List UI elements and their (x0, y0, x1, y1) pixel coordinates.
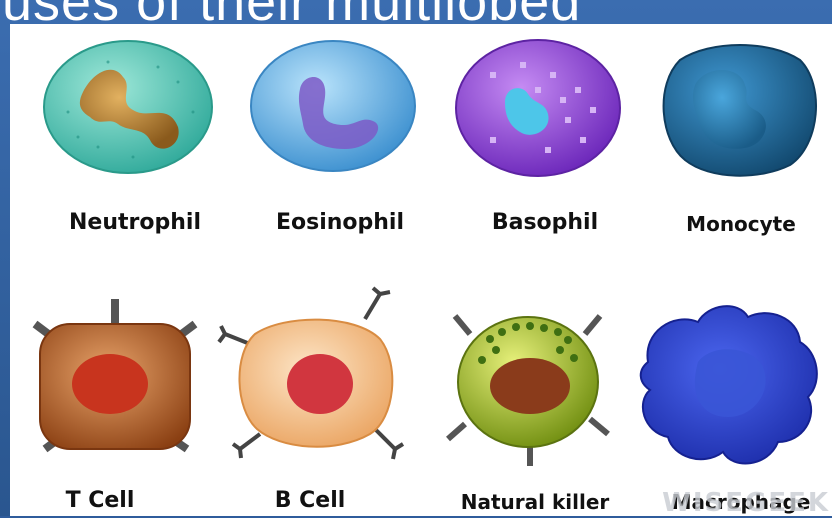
label-monocyte: Monocyte (646, 212, 832, 236)
macrophage-illustration (628, 292, 828, 482)
label-t-cell: T Cell (25, 488, 175, 513)
label-basophil: Basophil (450, 210, 640, 235)
t-cell-illustration (15, 289, 215, 469)
illustration-panel: Neutrophil Eosinophil Basophil Monocyte (10, 24, 832, 516)
watermark-logo: WISEGEEK (662, 488, 830, 518)
label-neutrophil: Neutrophil (40, 210, 230, 235)
label-b-cell: B Cell (235, 488, 385, 513)
natural-killer-illustration (440, 294, 620, 474)
label-eosinophil: Eosinophil (245, 210, 435, 235)
basophil-illustration (450, 32, 630, 182)
eosinophil-illustration (245, 34, 425, 184)
label-natural-killer: Natural killer (440, 490, 630, 514)
b-cell-illustration (215, 284, 415, 474)
neutrophil-illustration (38, 32, 218, 182)
monocyte-illustration (650, 30, 830, 180)
